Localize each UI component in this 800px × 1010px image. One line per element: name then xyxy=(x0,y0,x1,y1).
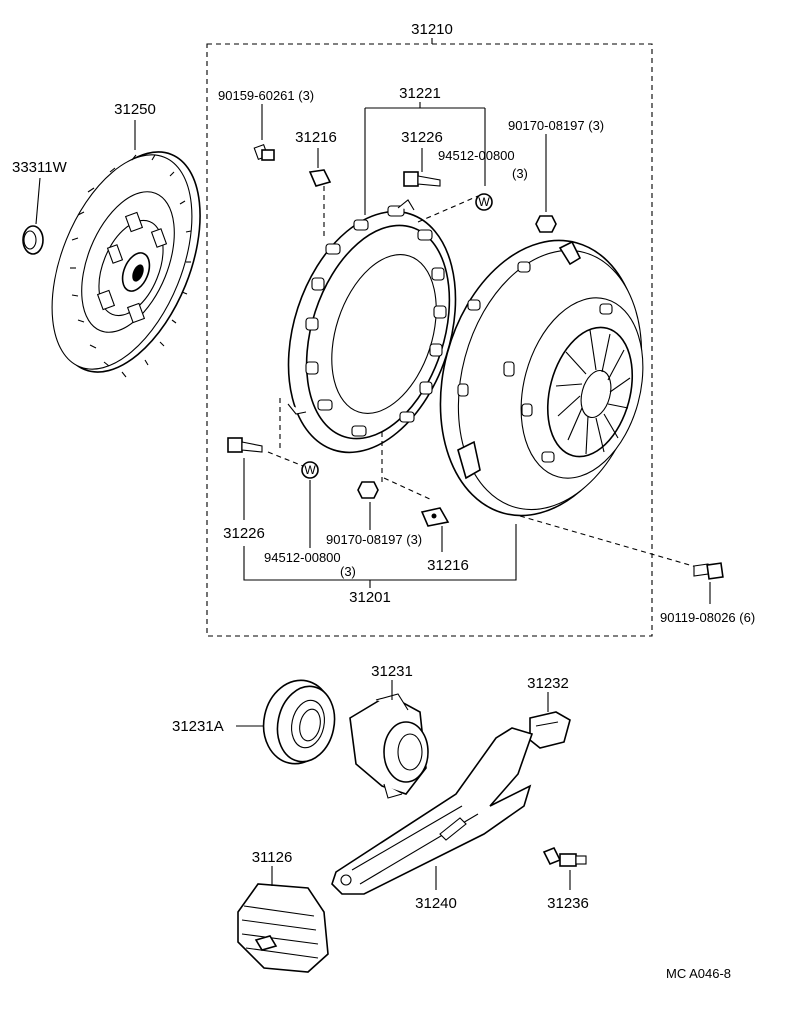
label-90119-08026: 90119-08026 (6) xyxy=(660,610,755,625)
label-31231A: 31231A xyxy=(172,718,224,735)
label-31226-top: 31226 xyxy=(401,129,443,146)
nut-90170-top xyxy=(535,215,557,233)
assembly-box-31210 xyxy=(206,43,653,637)
label-94512-bottom-qty: (3) xyxy=(340,564,356,579)
label-31232: 31232 xyxy=(527,675,569,692)
retainer-31216-bottom xyxy=(420,507,450,527)
label-31231: 31231 xyxy=(371,663,413,680)
bearing-hub-31231 xyxy=(349,693,429,799)
clip-31232 xyxy=(529,711,571,749)
clutch-cover-31210 xyxy=(439,239,644,517)
label-31240: 31240 xyxy=(415,895,457,912)
pivot-31236 xyxy=(542,846,587,867)
washer-94512-top: W xyxy=(475,193,493,211)
label-90159-60261: 90159-60261 (3) xyxy=(218,88,314,103)
release-fork-31240 xyxy=(331,727,534,895)
retainer-31216-top xyxy=(308,169,332,187)
pilot-bearing-33311W xyxy=(22,225,44,255)
label-90170-bottom: 90170-08197 (3) xyxy=(326,532,422,547)
label-31201: 31201 xyxy=(349,589,391,606)
label-31210: 31210 xyxy=(411,21,453,38)
label-31126: 31126 xyxy=(252,849,293,866)
label-94512-top-qty: (3) xyxy=(512,166,528,181)
bolt-90159-60261 xyxy=(253,143,275,161)
label-31216-bottom: 31216 xyxy=(427,557,469,574)
label-90170-top: 90170-08197 (3) xyxy=(508,118,604,133)
washer-94512-bottom: W xyxy=(301,461,319,479)
bolt-31226-top xyxy=(403,171,441,187)
svg-text:W: W xyxy=(478,195,490,209)
label-31250: 31250 xyxy=(114,101,156,118)
label-31226-bottom: 31226 xyxy=(223,525,265,542)
release-bearing-31231A xyxy=(262,679,336,765)
svg-text:W: W xyxy=(304,463,316,477)
bolt-90119-08026 xyxy=(693,562,724,580)
nut-90170-bottom xyxy=(357,481,379,499)
diagram-code: MC A046-8 xyxy=(666,966,731,981)
label-31216-top: 31216 xyxy=(295,129,337,146)
label-33311W: 33311W xyxy=(12,159,68,176)
label-31221: 31221 xyxy=(399,85,441,102)
bolt-31226-bottom xyxy=(227,437,263,453)
label-31236: 31236 xyxy=(547,895,589,912)
label-94512-top: 94512-00800 xyxy=(438,148,515,163)
label-94512-bottom: 94512-00800 xyxy=(264,550,341,565)
pressure-plate-31201 xyxy=(287,199,457,454)
clutch-disc-31250 xyxy=(51,151,201,378)
boot-31126 xyxy=(237,883,329,973)
